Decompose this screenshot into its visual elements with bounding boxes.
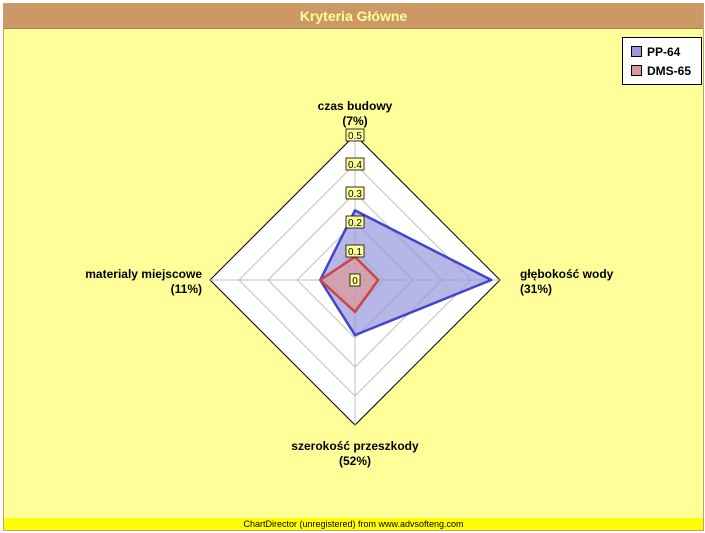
legend-item-dms65: DMS-65 — [631, 64, 691, 78]
series-dms65-area — [318, 255, 380, 314]
series-pp64-area — [318, 209, 493, 337]
tick-box — [349, 273, 361, 287]
axis-label-3: materialy miejscowe — [85, 267, 202, 281]
tick-box — [345, 157, 365, 171]
tick-label: 0 — [352, 276, 358, 287]
chart-frame: Kryteria Główne 0 0.1 0.2 0.3 0.4 0.5 czas bud… — [3, 3, 704, 531]
radar-chart: 0 0.1 0.2 0.3 0.4 0.5 czas budowy(7%) głębokość… — [85, 99, 614, 468]
tick-box — [345, 128, 365, 142]
legend-swatch-dms65 — [631, 65, 642, 76]
axis-pct-1: (31%) — [520, 282, 552, 296]
tick-box — [345, 186, 365, 200]
tick-label: 0.1 — [348, 247, 362, 258]
legend: PP-64 DMS-65 — [622, 37, 702, 85]
tick-label: 0.5 — [348, 131, 362, 142]
axis-pct-3: (11%) — [171, 282, 202, 296]
legend-item-pp64: PP-64 — [631, 45, 680, 59]
axis-label-2: szerokość przeszkody — [291, 439, 419, 453]
tick-box — [345, 215, 365, 229]
axis-label-1: głębokość wody — [520, 267, 614, 281]
tick-label: 0.3 — [348, 189, 362, 200]
legend-swatch-pp64 — [631, 46, 642, 57]
axis-pct-0: (7%) — [342, 114, 367, 128]
tick-label: 0.2 — [348, 218, 362, 229]
tick-box — [345, 244, 365, 258]
footer-credit: ChartDirector (unregistered) from www.ad… — [4, 518, 703, 530]
axis-pct-2: (52%) — [339, 454, 371, 468]
legend-label-dms65: DMS-65 — [647, 64, 692, 78]
axis-label-0: czas budowy — [318, 99, 393, 113]
chart-title: Kryteria Główne — [4, 4, 703, 29]
legend-label-pp64: PP-64 — [647, 45, 681, 59]
tick-label: 0.4 — [348, 160, 362, 171]
